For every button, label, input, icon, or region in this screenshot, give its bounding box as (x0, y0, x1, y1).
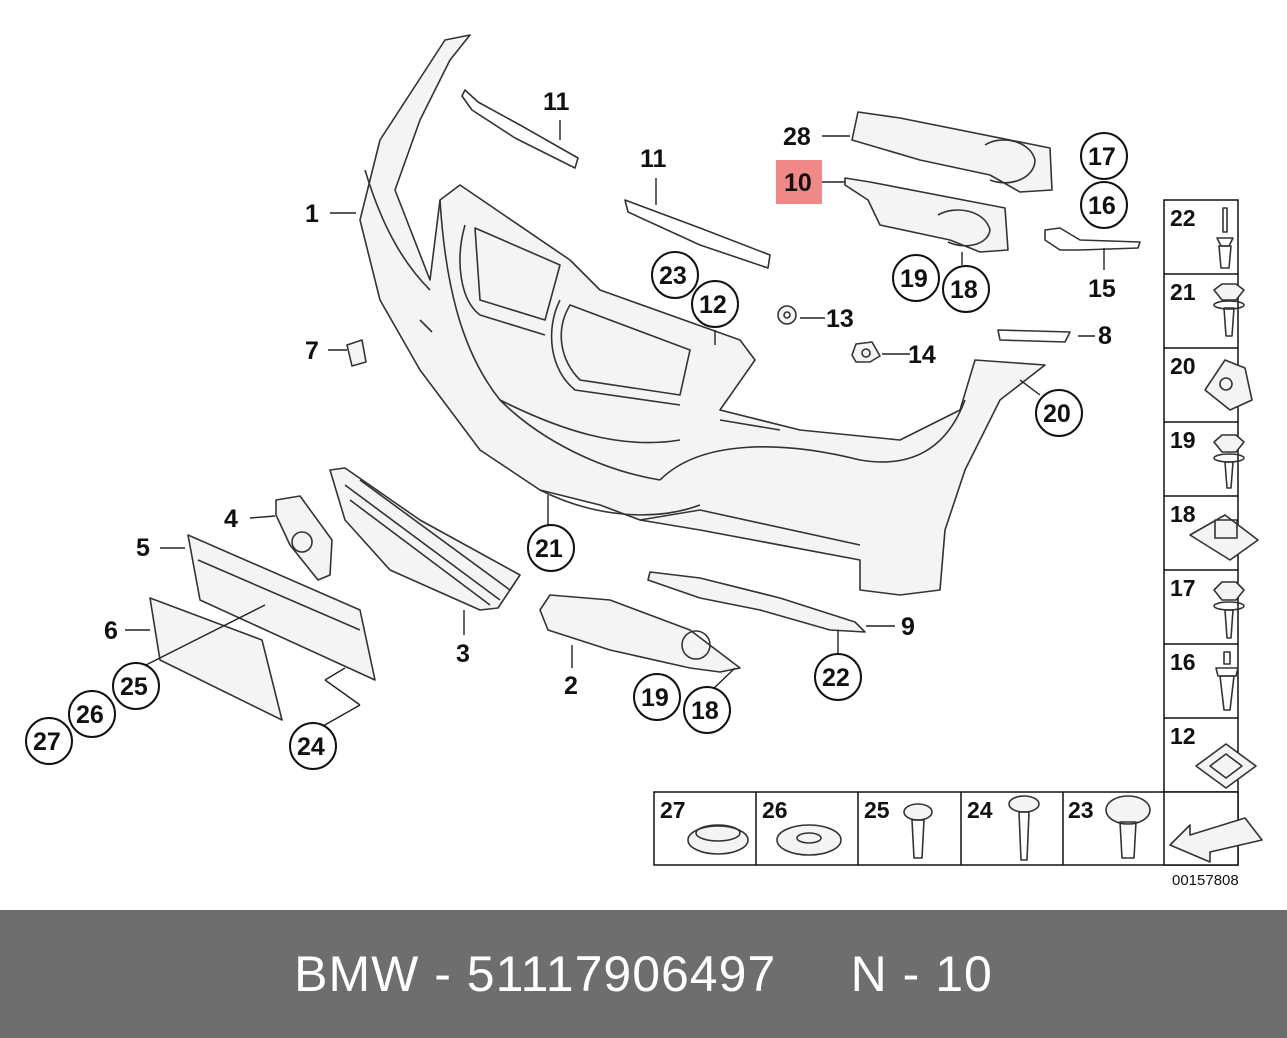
hex-screw-icon (1213, 581, 1245, 639)
clip-13-part (777, 305, 797, 325)
hex-screw-icon (1213, 283, 1245, 337)
table-cell-24: 24 (967, 797, 993, 823)
callout-21: 21 (535, 535, 563, 563)
washer-icon (776, 824, 842, 856)
callout-1: 1 (305, 200, 319, 228)
callout-6: 6 (104, 617, 118, 645)
callout-12: 12 (699, 291, 727, 319)
callout-10-highlight: 10 (776, 160, 822, 204)
callout-3: 3 (456, 640, 470, 668)
part-number-caption: BMW - 51117906497 N - 10 (294, 946, 993, 1002)
bumper-cover-part (359, 34, 1046, 596)
callout-17: 17 (1088, 143, 1116, 171)
pan-screw-icon (1008, 795, 1040, 861)
spring-nut-icon (1204, 359, 1253, 411)
bracket-10-part (844, 177, 1009, 253)
callout-19-lower: 19 (641, 684, 669, 712)
callout-24: 24 (297, 733, 325, 761)
hex-screw-icon (1213, 434, 1245, 489)
cover-7-part (346, 339, 367, 367)
table-cell-26: 26 (762, 797, 788, 823)
bottom-fastener-table: 27 26 25 24 23 (653, 791, 1263, 866)
callout-8: 8 (1098, 322, 1112, 350)
expansion-rivet-icon (1215, 651, 1239, 711)
strip-8-part (997, 329, 1071, 343)
circled-callouts: 17 16 19 18 23 12 20 21 22 19 18 25 26 2… (25, 132, 1128, 770)
leader-lines (125, 120, 1105, 731)
callout-13: 13 (826, 305, 854, 333)
footer-bar: BMW - 51117906497 N - 10 (0, 910, 1287, 1038)
table-cell-21: 21 (1170, 279, 1196, 305)
table-cell-22: 22 (1170, 205, 1196, 231)
callout-7: 7 (305, 337, 319, 365)
parts-diagram: 1 11 11 28 7 13 14 8 15 4 5 6 3 2 9 10 1… (25, 34, 1263, 889)
callout-16: 16 (1088, 192, 1116, 220)
table-cell-12: 12 (1170, 723, 1196, 749)
bracket-28-part (851, 111, 1053, 193)
callout-20: 20 (1043, 400, 1071, 428)
callout-26: 26 (76, 701, 104, 729)
plug-icon (687, 824, 749, 855)
mounting-rail-lower-part (624, 199, 771, 269)
table-cell-23: 23 (1068, 797, 1094, 823)
bracket-15-part (1044, 227, 1141, 251)
table-cell-27: 27 (660, 797, 686, 823)
callout-22: 22 (822, 664, 850, 692)
table-cell-20: 20 (1170, 353, 1196, 379)
callout-10: 10 (784, 169, 812, 197)
table-cell-19: 19 (1170, 427, 1196, 453)
callout-18-upper: 18 (950, 276, 978, 304)
table-cell-18: 18 (1170, 501, 1196, 527)
torx-screw-icon (1105, 795, 1151, 859)
callout-28: 28 (783, 123, 811, 151)
table-cell-16: 16 (1170, 649, 1196, 675)
plate-base-5-part (187, 534, 376, 681)
side-fastener-table: 22 21 20 19 18 17 16 12 (1163, 199, 1259, 866)
callout-11-lower: 11 (640, 145, 667, 173)
pan-screw-icon (903, 803, 933, 859)
callout-25: 25 (120, 673, 148, 701)
clip-nut-icon (1189, 514, 1259, 561)
callout-18-lower: 18 (691, 697, 719, 725)
clip-14-part (851, 341, 881, 363)
callout-5: 5 (136, 534, 150, 562)
callout-15: 15 (1088, 275, 1116, 303)
callout-23: 23 (659, 262, 687, 290)
callout-2: 2 (564, 672, 578, 700)
strip-9-part (647, 571, 866, 633)
callout-27: 27 (33, 728, 61, 756)
cover-4-part (275, 495, 333, 581)
callout-11-upper: 11 (543, 88, 570, 116)
callout-9: 9 (901, 613, 915, 641)
table-cell-17: 17 (1170, 575, 1196, 601)
grille-3-part (329, 467, 521, 611)
direction-arrow-icon (1169, 817, 1263, 863)
mounting-rail-upper-part (461, 89, 579, 169)
drawing-number: 00157808 (1172, 872, 1239, 889)
callout-4: 4 (224, 505, 238, 533)
side-grille-2-part (539, 594, 741, 673)
callout-14: 14 (908, 341, 936, 369)
square-clip-icon (1195, 743, 1257, 789)
rivet-icon (1216, 207, 1234, 269)
callout-labels: 1 11 11 28 7 13 14 8 15 4 5 6 3 2 9 (104, 88, 1116, 700)
callout-19-upper: 19 (900, 265, 928, 293)
table-cell-25: 25 (864, 797, 890, 823)
